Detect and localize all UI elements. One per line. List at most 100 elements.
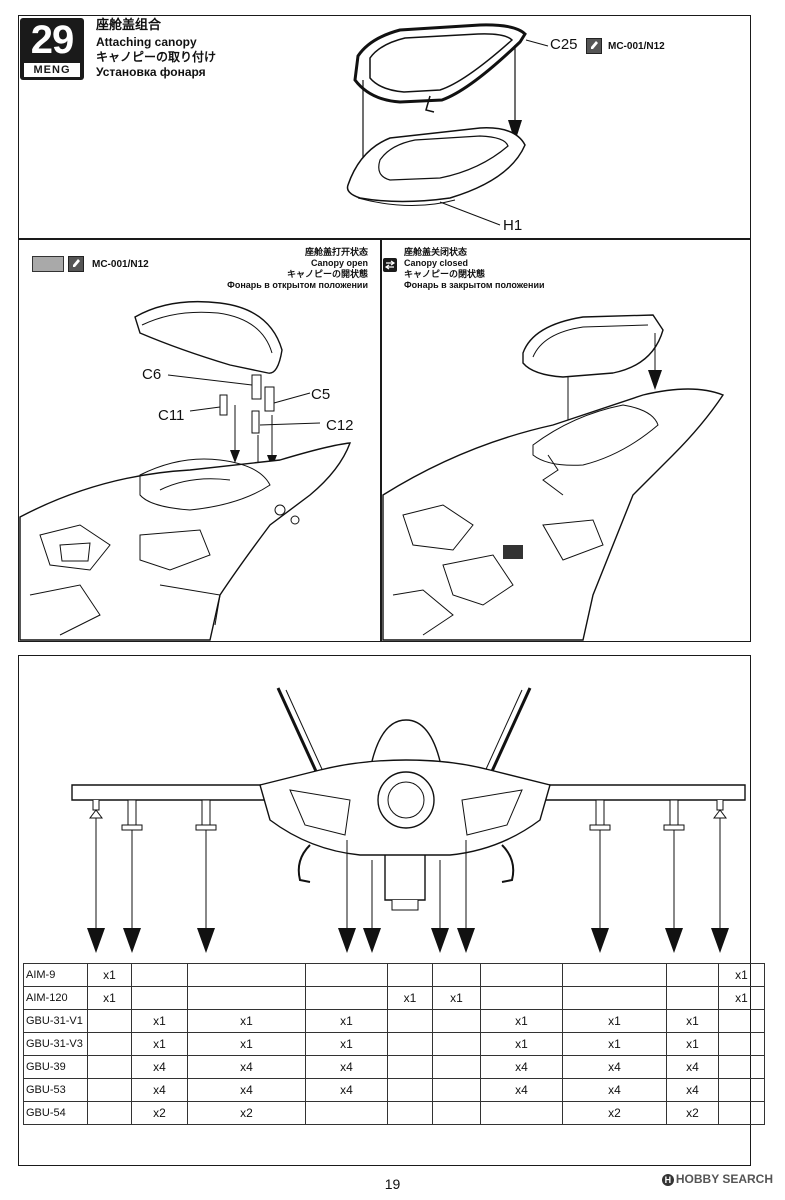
loadout-cell bbox=[432, 1078, 481, 1102]
loadout-cell bbox=[87, 1009, 132, 1033]
loadout-cell: x4 bbox=[131, 1078, 188, 1102]
brand-logo: MENG bbox=[24, 63, 80, 77]
loadout-cell: x4 bbox=[187, 1055, 306, 1079]
loadout-cell bbox=[666, 986, 719, 1010]
canopy-closed-drawing bbox=[382, 314, 725, 641]
loadout-cell bbox=[387, 1078, 433, 1102]
loadout-cell bbox=[131, 963, 188, 987]
loadout-cell bbox=[87, 1055, 132, 1079]
swap-state-icon bbox=[383, 258, 397, 272]
open-state-en: Canopy open bbox=[310, 258, 368, 268]
closed-state-jp: キャノピーの閉状態 bbox=[404, 269, 486, 279]
loadout-cell bbox=[432, 1009, 481, 1033]
loadout-cell bbox=[562, 986, 667, 1010]
part-label-c12: C12 bbox=[326, 417, 354, 434]
loadout-cell bbox=[187, 963, 306, 987]
part-label-c6: C6 bbox=[142, 366, 162, 383]
step-title-ru: Установка фонаря bbox=[96, 65, 206, 79]
loadout-cell bbox=[131, 986, 188, 1010]
weapon-label: GBU-54 bbox=[23, 1101, 88, 1125]
loadout-cell: x1 bbox=[718, 963, 765, 987]
closed-state-cn: 座舱盖关闭状态 bbox=[404, 247, 468, 257]
hobby-search-logo-icon: H bbox=[661, 1173, 674, 1186]
loadout-cell: x4 bbox=[480, 1078, 563, 1102]
paint-brush-icon bbox=[586, 38, 602, 54]
loadout-cell bbox=[432, 963, 481, 987]
loadout-cell bbox=[432, 1055, 481, 1079]
loadout-cell bbox=[387, 963, 433, 987]
step-title-cn: 座舱盖组合 bbox=[96, 17, 162, 32]
loadout-cell: x1 bbox=[187, 1032, 306, 1056]
loadout-cell: x4 bbox=[666, 1078, 719, 1102]
loadout-cell: x1 bbox=[562, 1009, 667, 1033]
loadout-cell bbox=[480, 986, 563, 1010]
loadout-cell: x4 bbox=[131, 1055, 188, 1079]
loadout-cell bbox=[87, 1032, 132, 1056]
loadout-cell: x4 bbox=[480, 1055, 563, 1079]
canopy-open-drawing bbox=[19, 300, 352, 641]
loadout-cell bbox=[87, 1078, 132, 1102]
loadout-cell bbox=[718, 1078, 765, 1102]
loadout-cell: x1 bbox=[305, 1032, 388, 1056]
weapon-label: GBU-31-V3 bbox=[23, 1032, 88, 1056]
open-state-jp: キャノピーの開状態 bbox=[286, 269, 368, 279]
loadout-cell bbox=[387, 1055, 433, 1079]
loadout-cell: x1 bbox=[666, 1009, 719, 1033]
loadout-cell: x1 bbox=[562, 1032, 667, 1056]
loadout-cell: x1 bbox=[718, 986, 765, 1010]
weapon-label: GBU-31-V1 bbox=[23, 1009, 88, 1033]
loadout-cell: x1 bbox=[305, 1009, 388, 1033]
loadout-cell: x4 bbox=[562, 1055, 667, 1079]
closed-state-ru: Фонарь в закрытом положении bbox=[404, 280, 545, 290]
step-title-jp: キャノピーの取り付け bbox=[96, 50, 217, 64]
loadout-cell bbox=[387, 1009, 433, 1033]
paint-code-top: MC-001/N12 bbox=[608, 41, 665, 52]
loadout-cell bbox=[432, 1101, 481, 1125]
paint-code-middle: MC-001/N12 bbox=[92, 259, 149, 270]
loadout-cell: x2 bbox=[131, 1101, 188, 1125]
part-label-c11: C11 bbox=[158, 407, 185, 424]
open-state-cn: 座舱盖打开状态 bbox=[304, 247, 368, 257]
loadout-cell: x4 bbox=[666, 1055, 719, 1079]
loadout-cell: x2 bbox=[666, 1101, 719, 1125]
loadout-cell: x1 bbox=[480, 1009, 563, 1033]
loadout-cell bbox=[387, 1101, 433, 1125]
canopy-assembly-drawing bbox=[346, 23, 549, 226]
part-label-c5: C5 bbox=[311, 386, 331, 403]
loadout-cell bbox=[387, 1032, 433, 1056]
aircraft-front-view-drawing bbox=[71, 687, 746, 953]
loadout-cell bbox=[305, 1101, 388, 1125]
loadout-cell bbox=[187, 986, 306, 1010]
loadout-cell: x1 bbox=[387, 986, 433, 1010]
state-divider bbox=[380, 238, 382, 642]
loadout-cell: x4 bbox=[187, 1078, 306, 1102]
loadout-cell bbox=[87, 1101, 132, 1125]
loadout-cell: x1 bbox=[187, 1009, 306, 1033]
loadout-cell bbox=[480, 1101, 563, 1125]
paint-swatch bbox=[32, 256, 64, 272]
weapon-label: GBU-39 bbox=[23, 1055, 88, 1079]
loadout-cell bbox=[666, 963, 719, 987]
loadout-cell bbox=[480, 963, 563, 987]
loadout-cell bbox=[305, 986, 388, 1010]
weapon-label: AIM-9 bbox=[23, 963, 88, 987]
loadout-cell: x4 bbox=[562, 1078, 667, 1102]
loadout-cell: x2 bbox=[562, 1101, 667, 1125]
loadout-cell bbox=[718, 1055, 765, 1079]
loadout-cell bbox=[305, 963, 388, 987]
section-divider bbox=[18, 238, 751, 240]
step-number: 29 bbox=[30, 18, 75, 62]
loadout-cell bbox=[432, 1032, 481, 1056]
page-number: 19 bbox=[384, 1176, 401, 1192]
loadout-cell: x1 bbox=[131, 1032, 188, 1056]
open-state-ru: Фонарь в открытом положении bbox=[227, 280, 368, 290]
loadout-cell bbox=[562, 963, 667, 987]
step-29-panel bbox=[18, 15, 751, 642]
